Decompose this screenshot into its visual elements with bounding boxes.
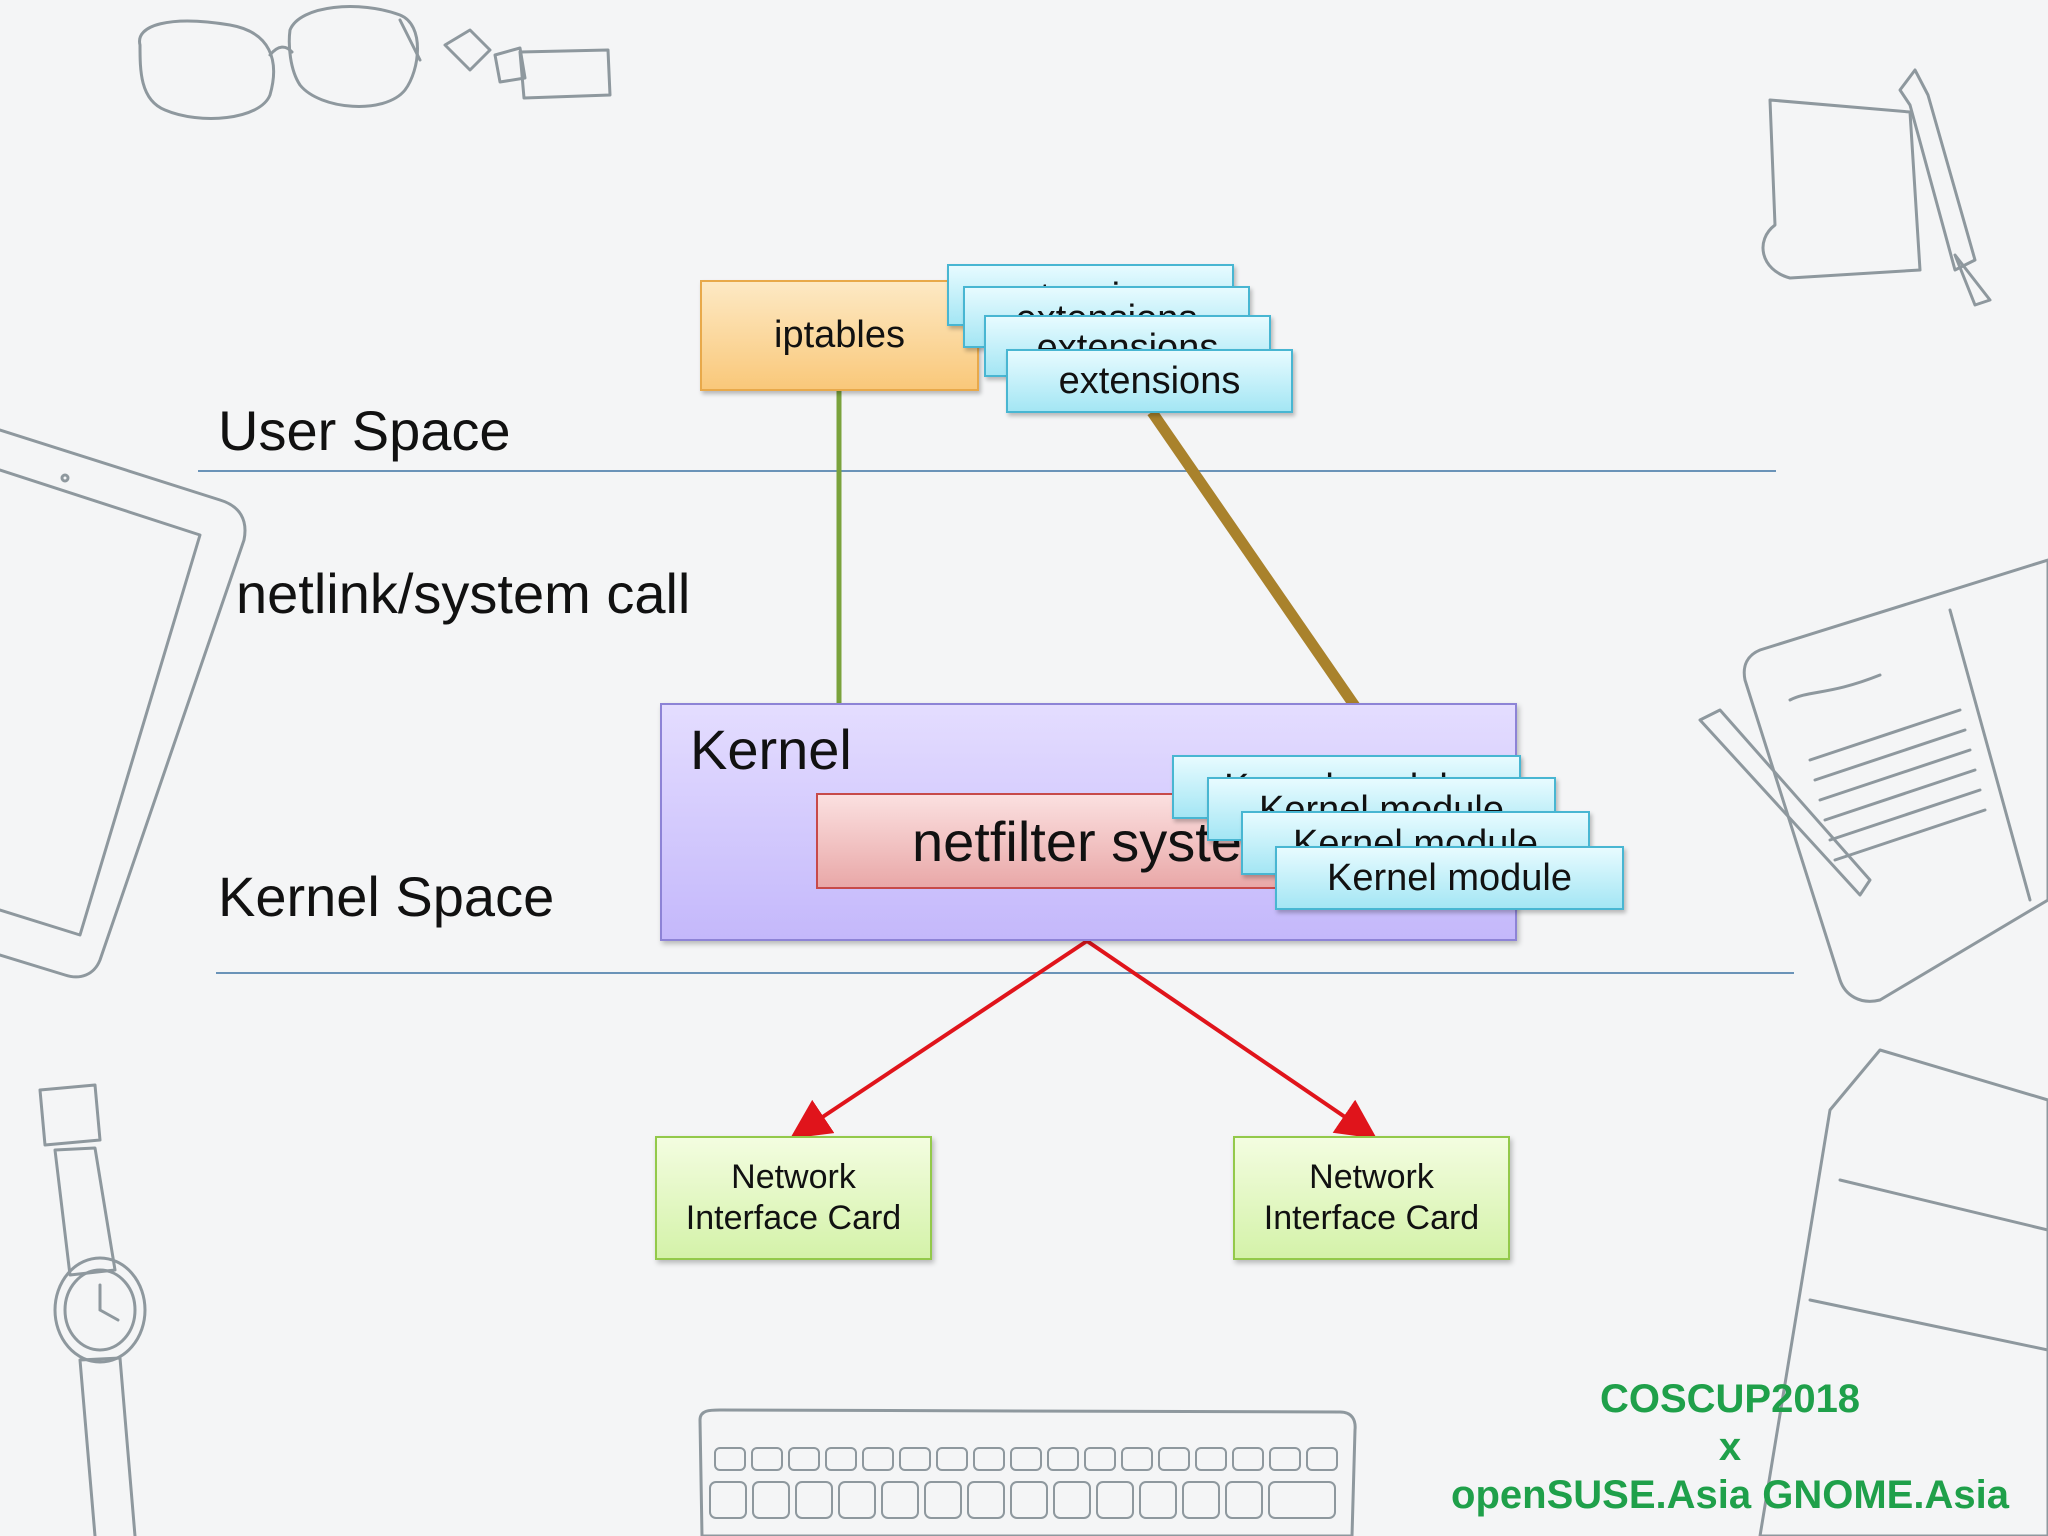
footer-line-2: x [1718,1425,1742,1469]
nic-arrow-left [790,939,1089,1139]
footer-line-1: COSCUP2018 [1599,1377,1861,1421]
glasses-icon [138,5,422,120]
user-space-label: User Space [218,399,511,462]
iptables-label: iptables [774,314,905,356]
nic-line-1: Network [1309,1158,1434,1196]
footer-line-3: openSUSE.Asia GNOME.Asia [1451,1473,2009,1517]
iptables-box: iptables [700,280,979,391]
kernel-space-label: Kernel Space [218,865,555,928]
kernel-module-label: Kernel module [1326,856,1573,899]
kernel-title: Kernel [690,718,852,781]
wristwatch-icon [38,1083,147,1536]
extension-label: extensions [1058,359,1241,402]
extension-box: extensions [1006,349,1293,413]
tablet-icon [0,428,247,979]
syscall-label: netlink/system call [236,562,691,625]
conference-footer: COSCUP2018 x openSUSE.Asia GNOME.Asia [1440,1375,2020,1519]
user-kernel-separator [198,470,1776,472]
notebook-icon [1698,558,2048,1003]
usb-stick-icon [443,28,612,100]
nic-arrow-right [1085,939,1377,1139]
nic-line-1: Network [731,1158,856,1196]
sticky-note-icon [1761,68,1992,307]
nic-line-2: Interface Card [1263,1199,1480,1237]
network-interface-card-right: Network Interface Card [1233,1136,1510,1260]
kernel-hardware-separator [216,972,1794,974]
keyboard-icon [698,1408,1357,1536]
kernel-module-box: Kernel module [1275,846,1624,910]
network-interface-card-left: Network Interface Card [655,1136,932,1260]
nic-line-2: Interface Card [685,1199,902,1237]
